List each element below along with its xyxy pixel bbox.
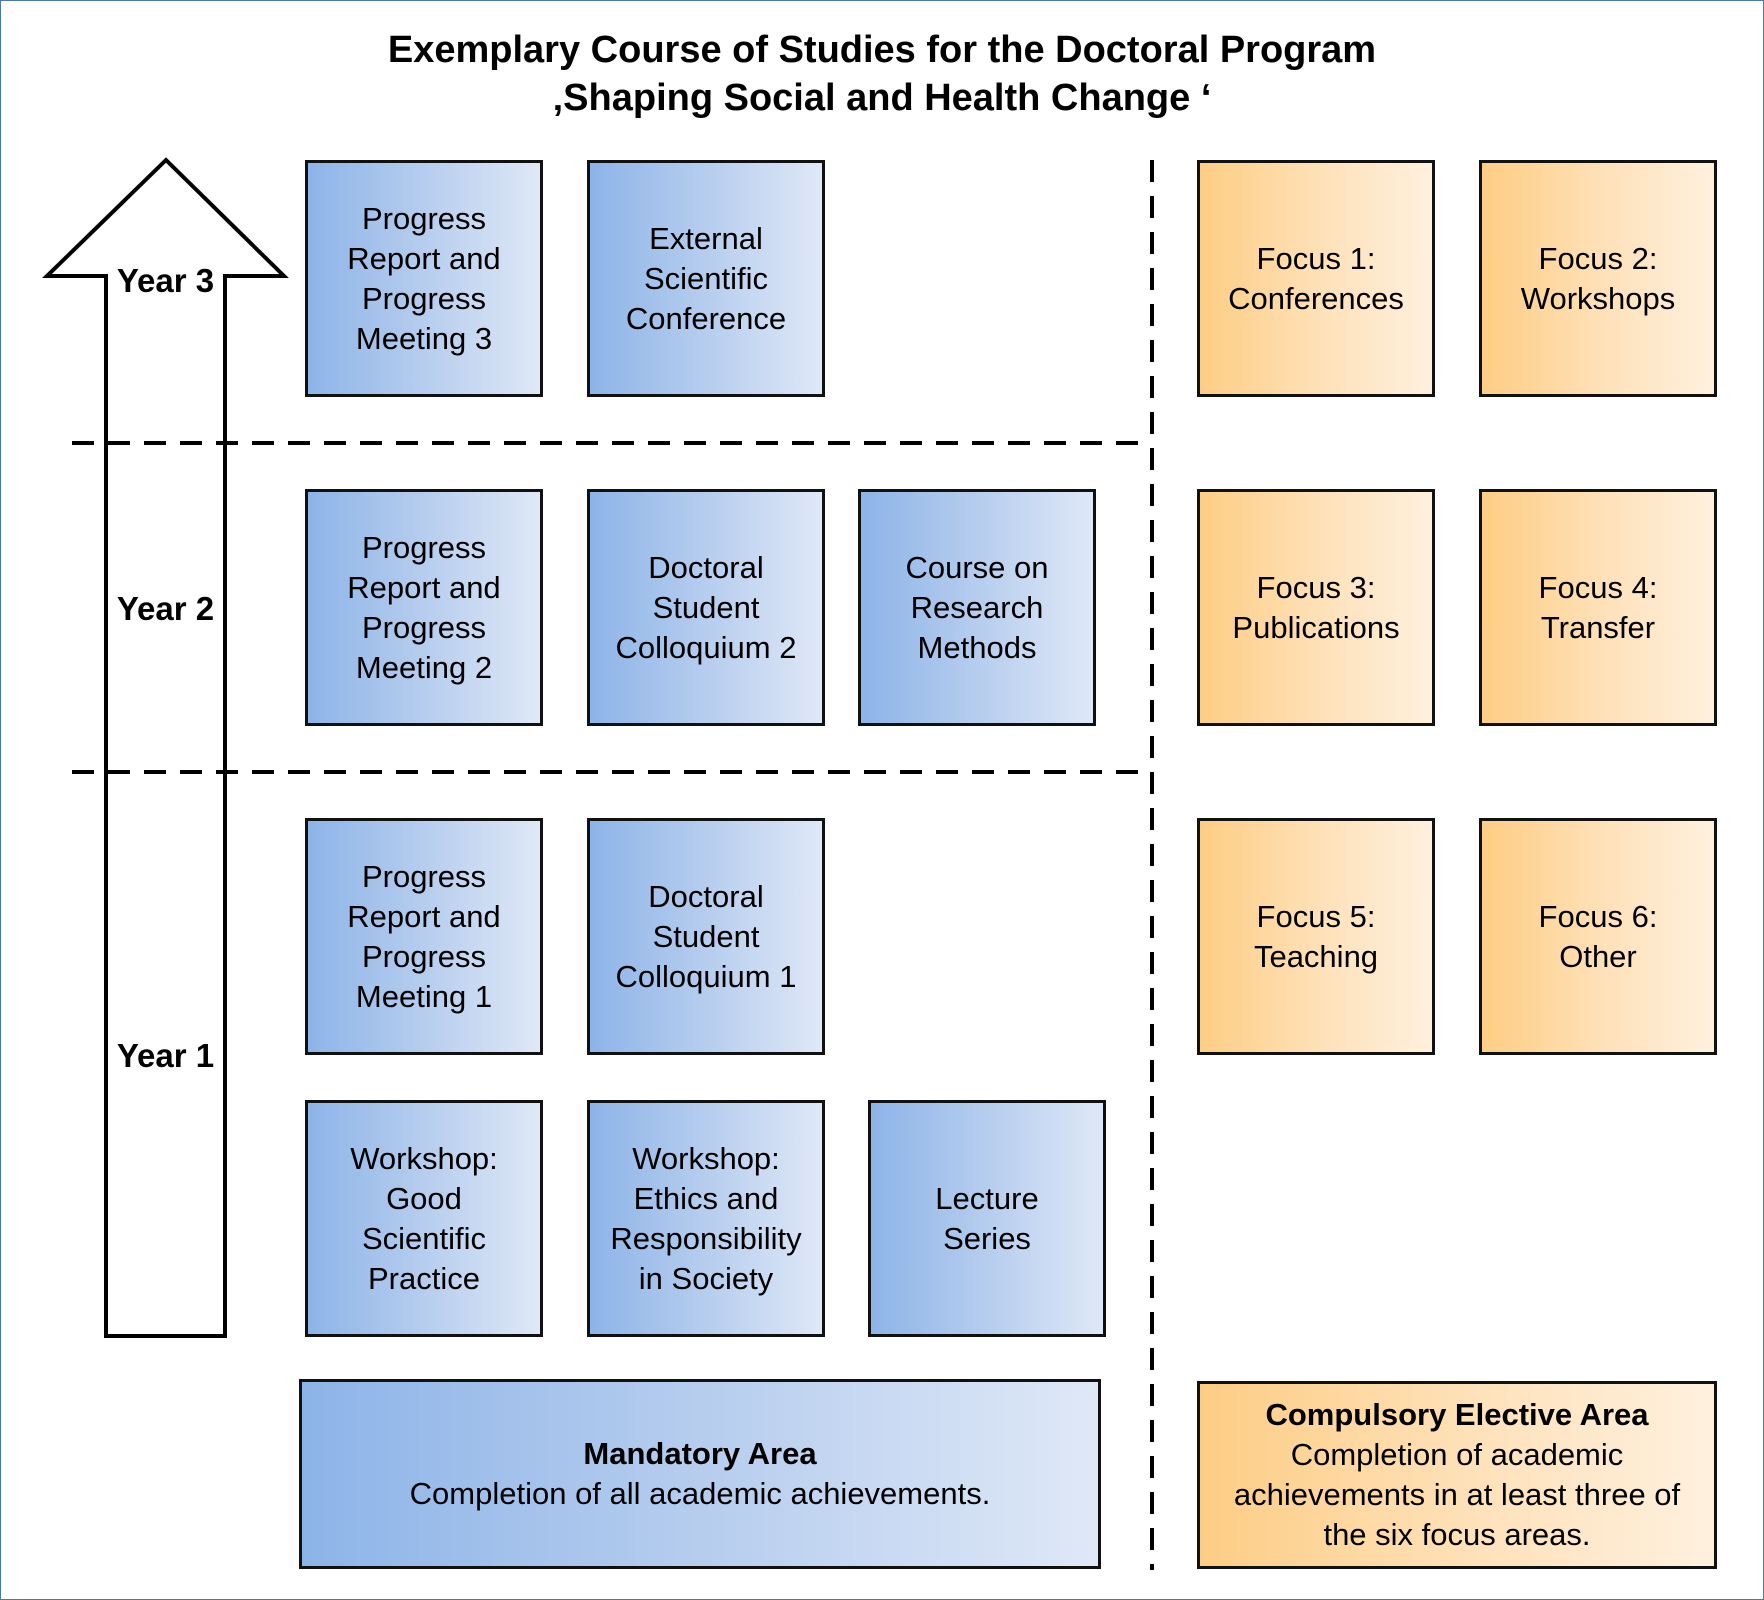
course-progress-meeting-2: Progress Report and Progress Meeting 2 [305,489,543,726]
year-label-3: Year 3 [116,262,215,299]
course-colloquium-1: Doctoral Student Colloquium 1 [587,818,825,1055]
elective-area-description: Completion of academic achievements in a… [1233,1437,1681,1552]
mandatory-area-box: Mandatory Area Completion of all academi… [299,1379,1101,1569]
timeline-arrow [42,157,289,1338]
course-research-methods: Course on Research Methods [858,489,1096,726]
title-line-2: ‚Shaping Social and Health Change ‘ [552,77,1212,119]
title-line-1: Exemplary Course of Studies for the Doct… [387,29,1377,71]
focus-4-transfer: Focus 4: Transfer [1479,489,1717,726]
year-label-2: Year 2 [108,590,223,628]
mandatory-area-title: Mandatory Area [583,1436,817,1471]
course-progress-meeting-1: Progress Report and Progress Meeting 1 [305,818,543,1055]
focus-1-conferences: Focus 1: Conferences [1197,160,1435,397]
year-label-1: Year 1 [108,1037,223,1075]
focus-5-teaching: Focus 5: Teaching [1197,818,1435,1055]
course-lecture-series: Lecture Series [868,1100,1106,1337]
focus-2-workshops: Focus 2: Workshops [1479,160,1717,397]
course-workshop-good-practice: Workshop: Good Scientific Practice [305,1100,543,1337]
course-progress-meeting-3: Progress Report and Progress Meeting 3 [305,160,543,397]
focus-3-publications: Focus 3: Publications [1197,489,1435,726]
diagram-title: Exemplary Course of Studies for the Doct… [0,26,1764,122]
focus-6-other: Focus 6: Other [1479,818,1717,1055]
course-workshop-ethics: Workshop: Ethics and Responsibility in S… [587,1100,825,1337]
elective-area-title: Compulsory Elective Area [1265,1397,1649,1432]
elective-area-box: Compulsory Elective Area Completion of a… [1197,1381,1717,1569]
mandatory-area-description: Completion of all academic achievements. [409,1476,991,1511]
course-colloquium-2: Doctoral Student Colloquium 2 [587,489,825,726]
course-external-conference: External Scientific Conference [587,160,825,397]
